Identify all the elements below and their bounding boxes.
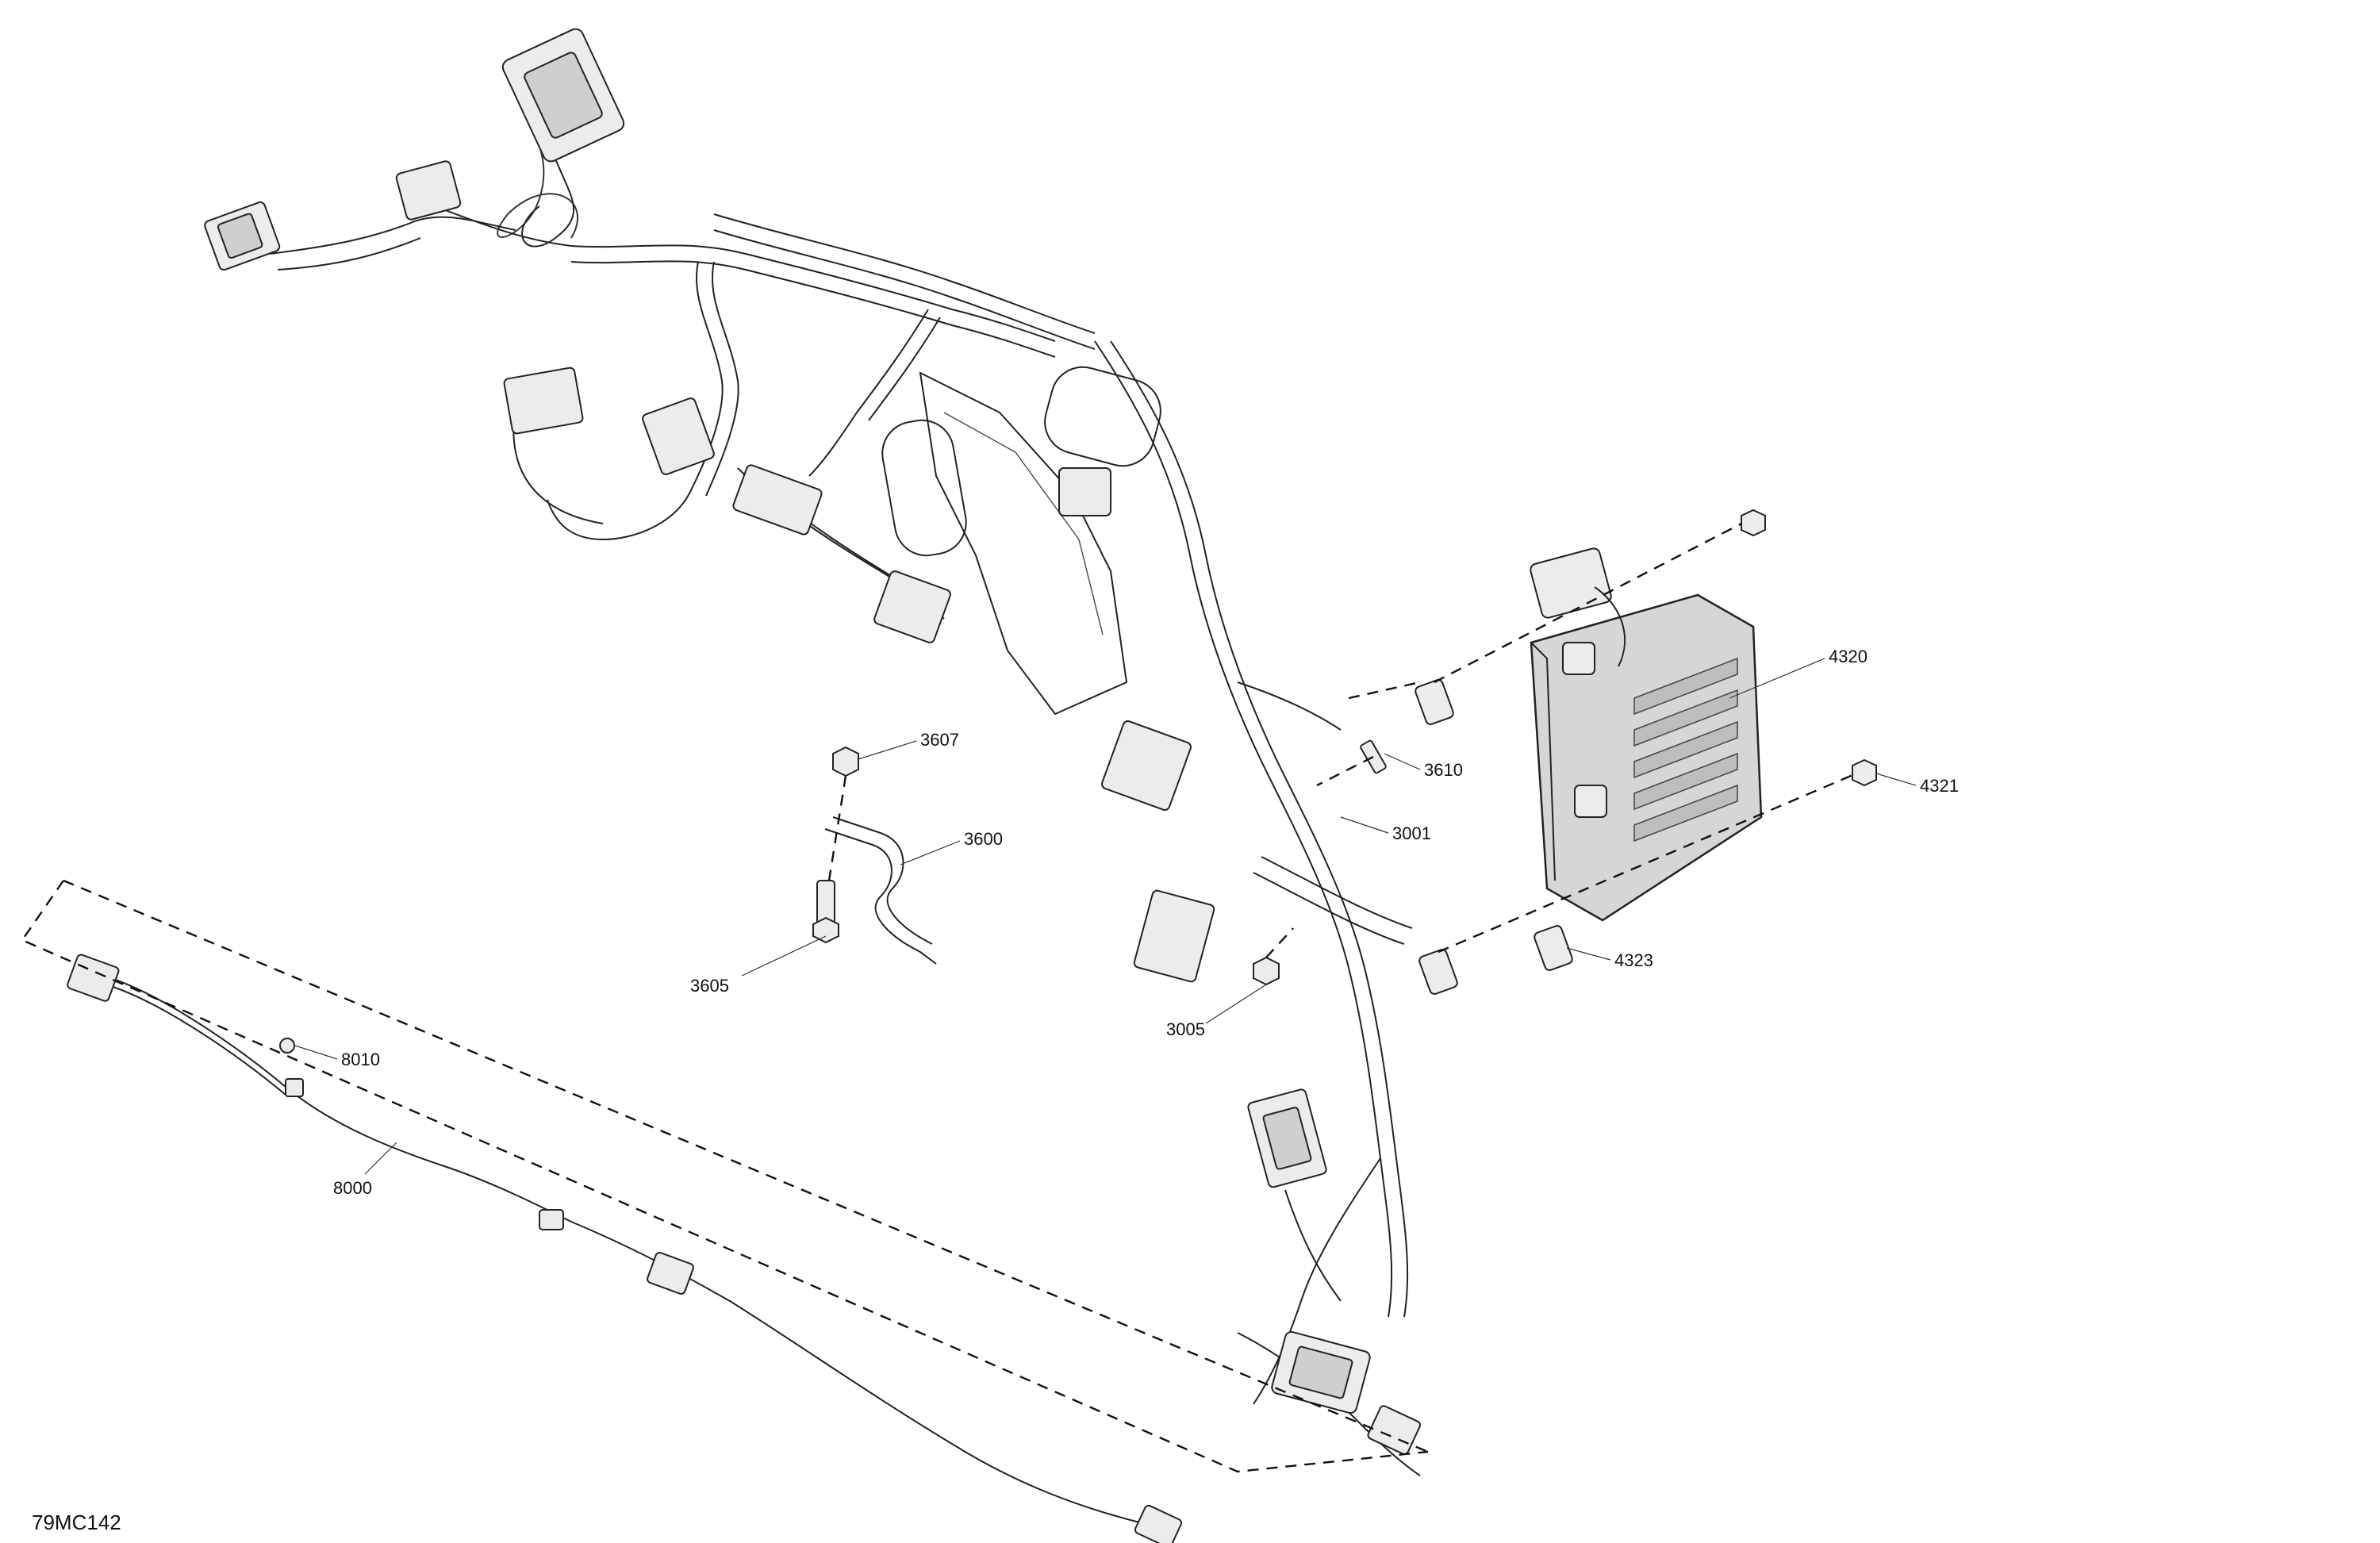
- voltage-regulator-4320: [1530, 547, 1763, 922]
- callout-4321: 4321: [1920, 776, 1959, 796]
- nut-group-4321: [1741, 509, 1877, 787]
- nut-3607: [832, 746, 859, 777]
- callout-8010: 8010: [341, 1050, 380, 1069]
- callout-3607: 3607: [920, 730, 959, 750]
- callout-3001: 3001: [1392, 823, 1431, 843]
- nut-3005: [1253, 956, 1280, 986]
- callout-3005: 3005: [1166, 1019, 1205, 1039]
- leader-lines: [294, 658, 1917, 1175]
- lower-connector-group: [1247, 1088, 1422, 1456]
- central-ecu-bracket: [881, 366, 1215, 983]
- spacer-group-4323: [1415, 679, 1573, 995]
- callout-8000: 8000: [333, 1178, 372, 1198]
- drawing-reference-code: 79MC142: [32, 1510, 121, 1534]
- callout-3610: 3610: [1424, 760, 1463, 780]
- callout-4323: 4323: [1614, 950, 1653, 970]
- regulator-cooling-fins: [1633, 657, 1738, 843]
- clip-8010: [279, 1038, 295, 1054]
- assembly-dashed-lines: [21, 522, 1857, 1473]
- callout-3605: 3605: [690, 976, 729, 996]
- callout-labels: 4320 4321 4323 3607 3610 3600 3001 3605 …: [333, 647, 1959, 1198]
- callout-3600: 3600: [964, 829, 1003, 849]
- callout-4320: 4320: [1829, 647, 1868, 666]
- accessory-harness-8000: [67, 954, 1183, 1543]
- left-connector-group: [204, 28, 951, 643]
- ground-cable-3600: [812, 739, 1387, 986]
